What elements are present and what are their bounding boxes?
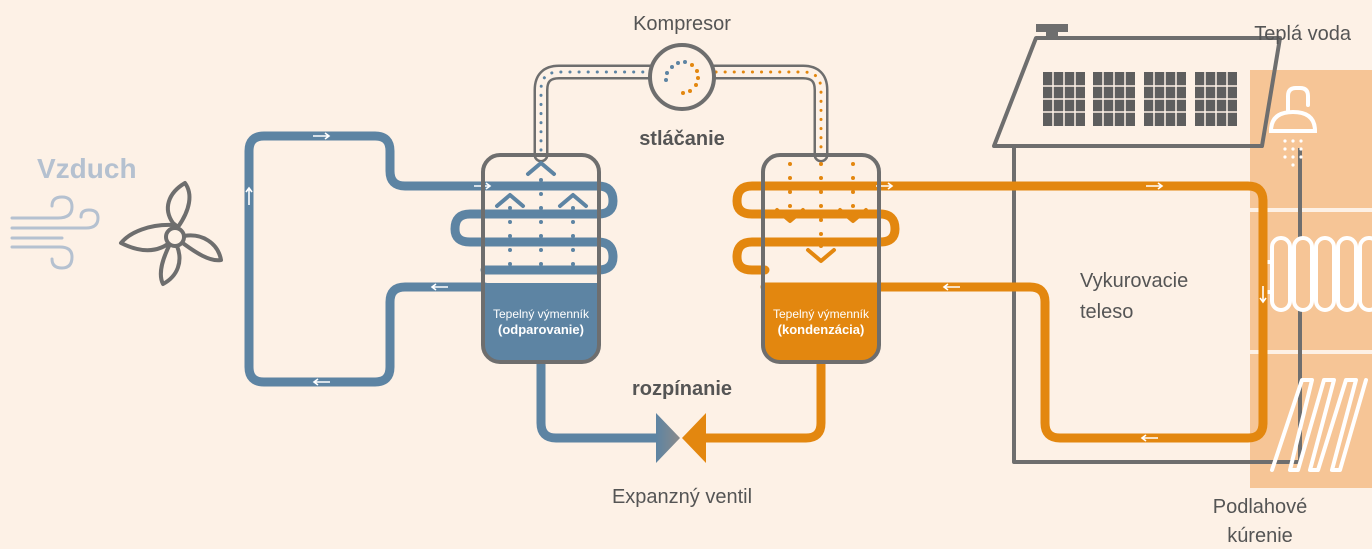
condenser-dots	[788, 162, 855, 248]
radiator-label-line2: teleso	[1080, 301, 1133, 323]
evaporator-tank	[481, 153, 601, 364]
hot-water-label: Teplá voda	[1254, 23, 1352, 45]
cold-loop	[244, 131, 665, 443]
house-walls	[1012, 148, 1300, 464]
cold-loop-arrows	[245, 132, 492, 386]
evaporator-label-line1: Tepelný výmenník	[493, 307, 590, 321]
compressor-icon	[648, 43, 716, 111]
compression-label: stláčanie	[639, 128, 725, 150]
compressor-pipe-left	[533, 64, 659, 163]
hot-loop-right-arrow	[1259, 286, 1267, 304]
solar-panel-icon	[1043, 72, 1237, 126]
shower-icon	[1268, 86, 1318, 167]
hot-water-panel	[1250, 70, 1372, 208]
air-label: Vzduch	[37, 153, 137, 184]
floor-heating-icon	[1270, 378, 1368, 472]
fan-icon	[119, 181, 223, 286]
expansion-label: rozpínanie	[632, 378, 732, 400]
wind-icon	[10, 195, 100, 270]
condenser-label-line2: (kondenzácia)	[778, 322, 865, 337]
floor-heating-label-line1: Podlahové	[1213, 496, 1308, 518]
radiator-icon	[1260, 236, 1372, 312]
expansion-valve-label: Expanzný ventil	[612, 486, 752, 508]
compressor-label: Kompresor	[633, 13, 731, 35]
radiator-label-line1: Vykurovacie	[1080, 270, 1188, 292]
compressor-pipe-right	[705, 64, 829, 163]
condenser-tank	[761, 153, 881, 364]
floor-heating-label-line2: kúrenie	[1227, 525, 1293, 547]
chimney-icon	[1036, 24, 1068, 40]
evaporator-dots	[508, 178, 575, 266]
evaporator-label-line2: (odparovanie)	[498, 322, 584, 337]
expansion-valve-icon	[656, 413, 706, 463]
house	[992, 24, 1302, 464]
house-roof	[992, 36, 1282, 148]
condenser-label-line1: Tepelný výmenník	[773, 307, 870, 321]
hot-loop-arrows	[876, 182, 1267, 442]
